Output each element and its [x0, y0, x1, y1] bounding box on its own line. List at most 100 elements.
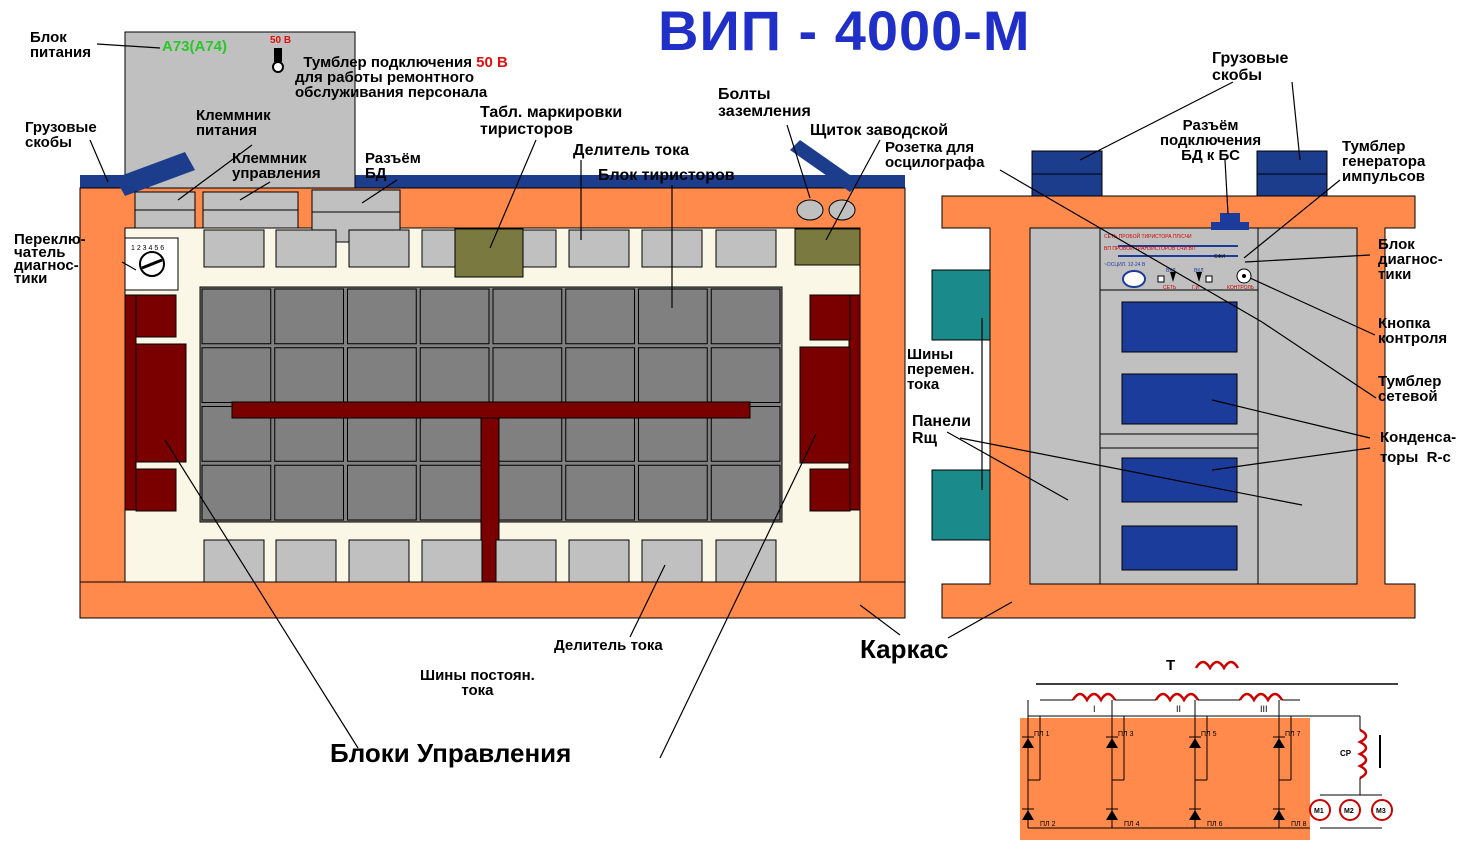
control-block-left-top [135, 294, 177, 338]
control-block-right-strip [848, 294, 861, 511]
panel-text-sfi: СФИ [1214, 254, 1225, 260]
capacitor-4 [1121, 525, 1238, 571]
label-pulse-toggle: Тумблер генератора импульсов [1342, 138, 1426, 185]
thyristor-cell [710, 347, 781, 403]
thyristor-top-symbol [1189, 738, 1201, 748]
thyristor-bottom-symbol [1022, 810, 1034, 820]
thyristor-top-symbol [1273, 738, 1285, 748]
control-block-left-main [135, 343, 187, 463]
thyristor-cell [565, 347, 635, 403]
thyristor-bottom-label: ПЛ 6 [1207, 821, 1223, 828]
label-toggle-part1: Тумблер подключения [303, 54, 477, 71]
panel-text-3: ~ОСЦИЛ. 12-24 В [1104, 262, 1146, 268]
capacitor-2 [1121, 373, 1238, 425]
thyristor-cell [638, 347, 708, 403]
thyristor-bottom-symbol [1189, 810, 1201, 820]
label-voltage-mark: 50 В [270, 35, 292, 46]
thyristor-cell [492, 288, 563, 345]
label-control-button: Кнопка контроля [1378, 315, 1448, 347]
panel-control: КОНТРОЛЬ [1227, 285, 1255, 291]
control-block-right-main [799, 346, 851, 464]
current-divider-bottom [568, 539, 630, 583]
cargo-bracket-left [115, 152, 195, 196]
svg-text:1 2 3 4 5 6: 1 2 3 4 5 6 [131, 245, 164, 252]
label-connector-bd: Разъём БД [365, 150, 421, 182]
dc-bus-horizontal [231, 401, 751, 419]
phase-label: I [1093, 704, 1096, 714]
label-panels-rsh: Панели Rщ [912, 413, 971, 447]
current-divider-top [203, 229, 265, 268]
motor-icon [1309, 799, 1331, 821]
label-ground-bolts: Болты заземления [718, 86, 811, 120]
label-factory-shield: Щиток заводской [810, 122, 949, 139]
choke-label: СР [1340, 749, 1352, 758]
current-divider-top [568, 229, 630, 268]
thyristor-cell [492, 464, 563, 521]
thyristor-top-label: ПЛ 3 [1118, 731, 1134, 738]
thyristor-cell [710, 464, 781, 521]
thyristor-top-label: ПЛ 7 [1285, 731, 1301, 738]
thyristor-top-label: ПЛ 5 [1201, 731, 1217, 738]
thyristor-cell [347, 347, 417, 403]
label-current-div-bottom: Делитель тока [554, 637, 663, 654]
motor-icon [1371, 799, 1393, 821]
current-divider-top [715, 229, 777, 268]
thyristor-cell [201, 464, 272, 521]
label-thyr-marking: Табл. маркировки тиристоров [480, 104, 623, 138]
panel-vkl2: ВКЛ [1194, 268, 1204, 274]
thyristor-cell [274, 464, 344, 521]
current-divider-top [275, 229, 337, 268]
current-divider-bottom [348, 539, 410, 583]
thyristor-cell [201, 347, 272, 403]
label-network-toggle: Тумблер сетевой [1378, 373, 1442, 405]
thyristor-cell [274, 288, 344, 345]
panel-text-2: ВП ПРОБОЙ ТРАНЗИСТОРОВ СЧИ ВП [1104, 244, 1196, 252]
control-block-right-top [809, 294, 851, 341]
label-power-block: Блок питания [30, 29, 92, 61]
thyristor-cell [201, 288, 272, 345]
label-osc-socket: Розетка для осцилографа [885, 139, 985, 171]
phase-coil [1238, 692, 1284, 703]
motor-label: М2 [1344, 808, 1354, 815]
label-connector-bd-bs: Разъём подключения БД к БС [1160, 117, 1262, 164]
control-block-right-bottom [809, 468, 851, 512]
panel-vkl1: ВКЛ [1166, 268, 1176, 274]
thyristor-cell [638, 288, 708, 345]
label-toggle-red: 50 В [476, 54, 508, 71]
transformer-coil [1194, 660, 1240, 671]
current-divider-bottom [641, 539, 703, 583]
current-divider-bottom [495, 539, 557, 583]
panel-text-1: СЕТЬ ПРОБОЙ ТИРИСТОРА ПЛ/СЧИ [1104, 232, 1192, 240]
thyristor-cell [274, 347, 344, 403]
cargo-bracket-right [790, 140, 860, 192]
thyristor-bottom-label: ПЛ 8 [1291, 821, 1307, 828]
phase-label: III [1260, 704, 1268, 714]
motor-label: М1 [1314, 808, 1324, 815]
thyristor-top-label: ПЛ 1 [1034, 731, 1050, 738]
label-ac-bus: Шины перемен. тока [907, 346, 975, 393]
label-cargo-right: Грузовые скобы [1212, 50, 1289, 84]
control-block-left-bottom [135, 468, 177, 512]
phase-coil [1154, 692, 1200, 703]
motor-icon [1339, 799, 1361, 821]
thyristor-cell [347, 288, 417, 345]
pulse-toggle-icon[interactable] [1205, 275, 1213, 283]
thyristor-bottom-label: ПЛ 4 [1124, 821, 1140, 828]
label-cargo-left: Грузовые скобы [25, 119, 97, 151]
thyristor-bottom-symbol [1106, 810, 1118, 820]
page-title: ВИП - 4000-М [658, 0, 1031, 62]
motor-label: М3 [1376, 808, 1386, 815]
network-toggle-icon[interactable] [1157, 275, 1165, 283]
label-capacitors: Конденса- торы R-c [1380, 429, 1457, 466]
thyristor-cell [492, 347, 563, 403]
schematic-bg [1020, 718, 1310, 840]
capacitor-1 [1121, 301, 1238, 353]
thyristor-cell [419, 288, 490, 345]
label-term-control: Клеммник управления [232, 150, 321, 182]
thyristor-cell [419, 347, 490, 403]
label-diag-switch: Переклю- чатель диагнос- тики [14, 231, 86, 287]
current-divider-top [348, 229, 410, 268]
current-divider-bottom [203, 539, 265, 583]
